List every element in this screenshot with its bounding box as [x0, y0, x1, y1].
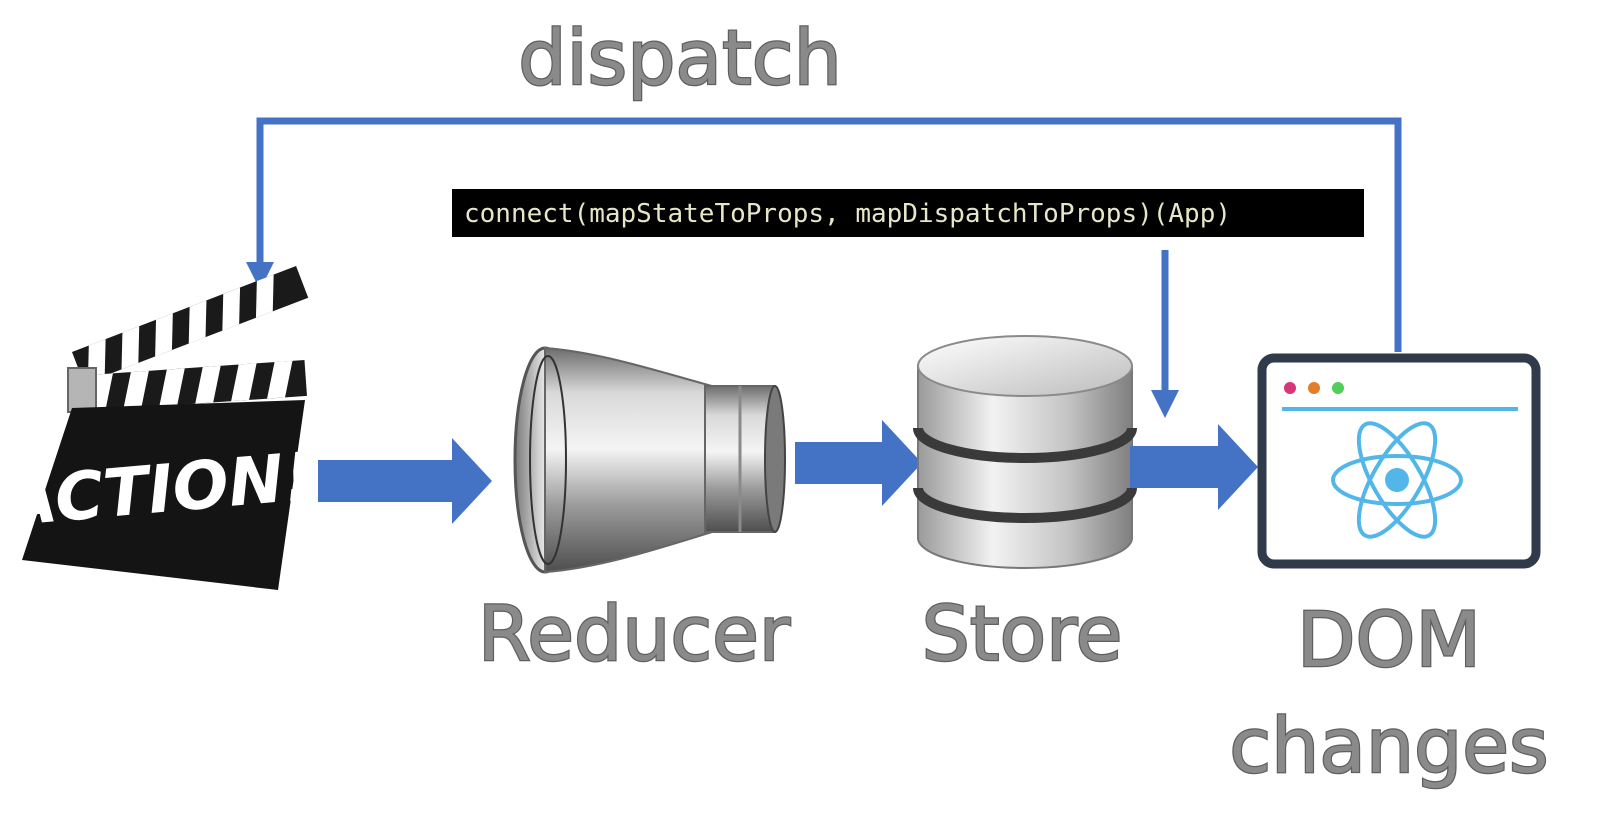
store-label: Store	[922, 589, 1123, 678]
dom-label-line1: DOM	[1297, 595, 1481, 684]
connect-code-banner: connect(mapStateToProps, mapDispatchToPr…	[452, 189, 1364, 237]
react-logo-icon	[1331, 421, 1463, 539]
dispatch-loop-arrow	[246, 117, 1402, 352]
database-icon	[913, 335, 1137, 569]
reducer-to-store-arrow	[795, 420, 922, 506]
action-to-reducer-arrow	[318, 438, 492, 524]
connect-arrow	[1151, 250, 1179, 418]
dispatch-label: dispatch	[518, 13, 842, 102]
pipe-reducer-icon	[513, 346, 786, 574]
react-browser-icon	[1257, 353, 1541, 569]
clapperboard-icon: ACTION!	[0, 265, 317, 590]
store-to-dom-arrow	[1130, 424, 1258, 510]
dom-label-line2: changes	[1229, 701, 1548, 790]
reducer-label: Reducer	[478, 589, 791, 678]
connect-code-text: connect(mapStateToProps, mapDispatchToPr…	[464, 199, 1231, 229]
